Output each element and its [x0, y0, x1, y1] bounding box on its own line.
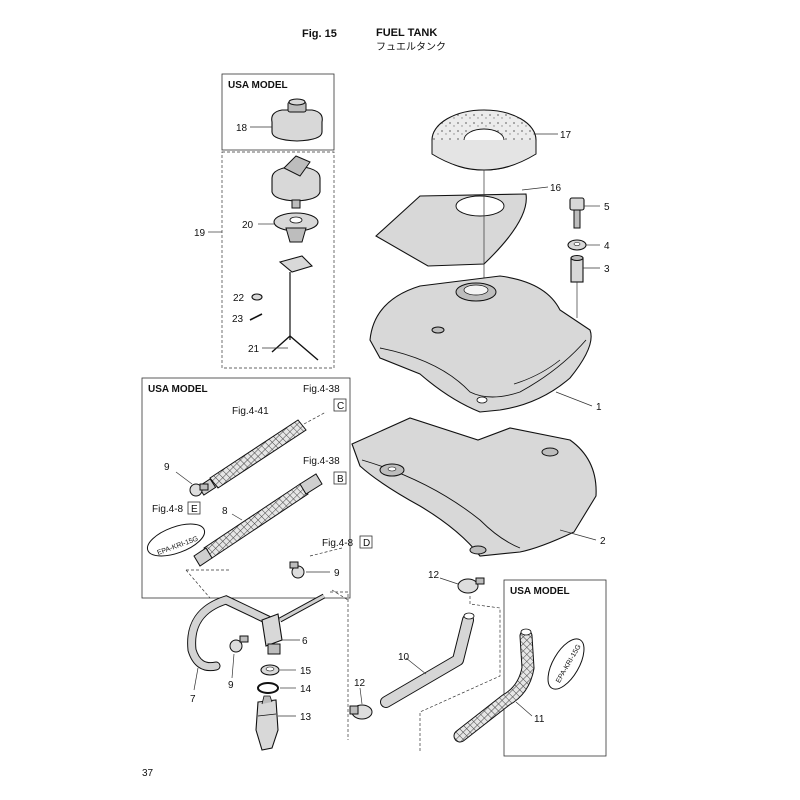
- usa-model-label-top: USA MODEL: [228, 80, 288, 91]
- usa-model-label-left: USA MODEL: [148, 384, 208, 395]
- guide-cock: [331, 589, 349, 601]
- part-label-9-lower: 9: [228, 680, 234, 691]
- leader-9-lower: [231, 653, 235, 679]
- cap-seal-20: [273, 212, 319, 243]
- part-label-21: 21: [248, 344, 260, 355]
- part-label-13: 13: [300, 712, 312, 723]
- guide-hose-10: [419, 596, 501, 752]
- mesh-hose-11: [453, 628, 535, 743]
- leader-16: [521, 186, 549, 191]
- ref-box-c: [333, 398, 347, 412]
- part-label-7: 7: [190, 694, 196, 705]
- ref-letter-b: B: [337, 474, 344, 485]
- part-label-8: 8: [222, 506, 228, 517]
- leader-7: [193, 667, 199, 691]
- part-label-3: 3: [604, 264, 610, 275]
- ref-letter-e: E: [191, 504, 198, 515]
- part-label-16: 16: [550, 183, 562, 194]
- ref-fig4-38-b: Fig.4-38: [303, 456, 340, 467]
- part-label-9-mid: 9: [334, 568, 340, 579]
- strainer-21: [271, 255, 319, 361]
- washer-15: [260, 664, 280, 676]
- washer-4: [567, 239, 587, 251]
- guide-d: [309, 547, 343, 557]
- mesh-hose-8: [193, 473, 323, 567]
- figure-number: Fig. 15: [302, 28, 337, 40]
- leader-1: [555, 391, 593, 407]
- leader-10: [405, 657, 427, 675]
- part-label-15: 15: [300, 666, 312, 677]
- ref-box-d: [359, 535, 373, 549]
- part-label-22: 22: [233, 293, 245, 304]
- part-label-6: 6: [302, 636, 308, 647]
- fuel-cock-6: [261, 593, 326, 655]
- ref-fig4-41: Fig.4-41: [232, 406, 269, 417]
- figure-title-japanese: フュエルタンク: [376, 41, 446, 53]
- figure-title: FUEL TANK: [376, 27, 437, 39]
- usa-model-box-top: [221, 73, 335, 151]
- leader-12-upper: [439, 577, 459, 585]
- ref-fig4-8-d: Fig.4-8: [322, 538, 354, 549]
- part-label-2: 2: [600, 536, 606, 547]
- part-label-18: 18: [236, 123, 248, 134]
- usa-model-box-right: [503, 579, 607, 757]
- leader-9-upper: [175, 471, 193, 485]
- part-label-9-upper: 9: [164, 462, 170, 473]
- fuel-tank-upper-1: [369, 275, 592, 413]
- part-label-20: 20: [242, 220, 254, 231]
- washer-22: [251, 293, 263, 301]
- fuel-cap-usa: [271, 98, 323, 142]
- o-ring-14: [257, 682, 279, 694]
- page-number: 37: [142, 768, 154, 779]
- part-label-1: 1: [596, 402, 602, 413]
- leader-2: [559, 529, 597, 541]
- hose-guide-upper: [303, 411, 327, 425]
- ref-box-b: [333, 471, 347, 485]
- part-label-10: 10: [398, 652, 410, 663]
- guide-lower-mid: [330, 591, 349, 740]
- epa-stamp-right: EPA-KRI-15G: [547, 638, 585, 690]
- hose-clamp-12-lower: [349, 704, 373, 720]
- pin-23: [249, 313, 263, 321]
- usa-model-label-right: USA MODEL: [510, 586, 570, 597]
- fuel-cap-assembly: [271, 155, 321, 209]
- part-label-17: 17: [560, 130, 572, 141]
- leader-11: [515, 701, 533, 717]
- fuel-filter-13: [255, 695, 279, 751]
- hose-clamp-9-upper: [189, 483, 209, 497]
- part-label-19: 19: [194, 228, 206, 239]
- filter-sponge-17: [431, 109, 537, 171]
- fuel-hose-10: [380, 612, 475, 708]
- part-label-11: 11: [534, 714, 545, 725]
- hose-clamp-9-mid: [289, 561, 305, 579]
- guide-lower-left-2: [185, 569, 211, 599]
- leader-8: [231, 513, 243, 521]
- part-label-14: 14: [300, 684, 312, 695]
- part-label-4: 4: [604, 241, 610, 252]
- part-label-12-upper: 12: [428, 570, 440, 581]
- usa-model-box-left: [141, 377, 351, 599]
- leader-12-lower: [359, 687, 363, 705]
- ref-letter-d: D: [363, 538, 370, 549]
- fuel-tank-lower-2: [351, 417, 597, 557]
- ref-letter-c: C: [337, 401, 344, 412]
- ref-fig4-8-e: Fig.4-8: [152, 504, 184, 515]
- fuel-hose-7: [187, 595, 273, 672]
- hose-clamp-9-lower: [229, 635, 249, 653]
- ref-box-e: [187, 501, 201, 515]
- collar-3: [570, 255, 584, 283]
- part-label-23: 23: [232, 314, 244, 325]
- assembly-box-19: [221, 151, 335, 369]
- bolt-5: [569, 197, 585, 229]
- part-label-12-lower: 12: [354, 678, 366, 689]
- gasket-16: [375, 193, 527, 267]
- hose-clamp-12-upper: [457, 577, 485, 594]
- part-label-5: 5: [604, 202, 610, 213]
- ref-fig4-38-c: Fig.4-38: [303, 384, 340, 395]
- mesh-hose-upper: [197, 419, 307, 496]
